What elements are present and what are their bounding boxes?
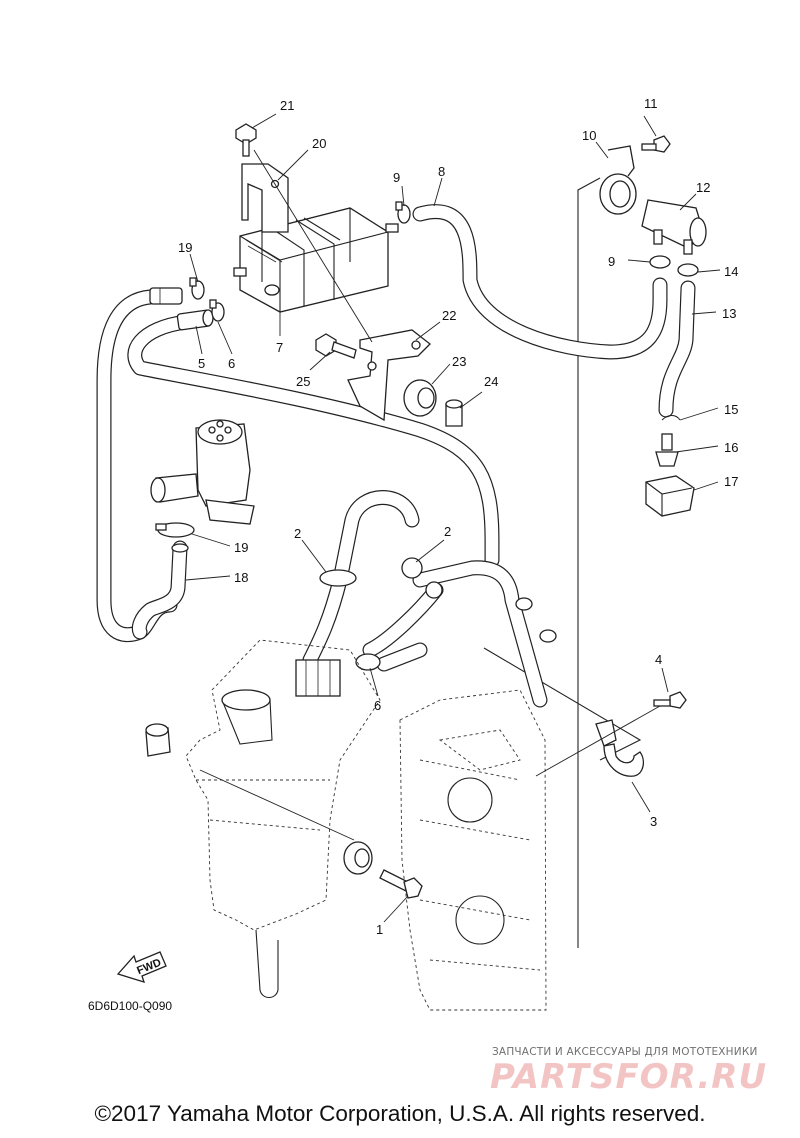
label-6-lower: 6 [374,698,381,713]
reference-outline [483,177,642,948]
label-13: 13 [722,306,736,321]
engine-block [145,639,381,999]
bracket-20 [241,163,289,233]
clamps-2 [319,557,557,643]
label-14: 14 [724,264,738,279]
collar-24 [445,399,463,427]
drawing-code: 6D6D100-Q090 [88,999,172,1013]
clamp-19-lower [155,522,195,538]
watermark-tagline: ЗАПЧАСТИ И АКСЕССУАРЫ ДЛЯ МОТОТЕХНИКИ [492,1046,758,1058]
label-5: 5 [198,356,205,371]
label-21: 21 [280,98,294,113]
canister-7 [233,207,399,313]
vent-hose-8 [412,204,668,360]
block-17 [645,475,695,517]
grommet-23 [403,379,437,417]
label-1: 1 [376,922,383,937]
fwd-label: FWD [135,957,163,978]
bracket-22 [347,329,431,422]
clamp-10 [599,145,637,215]
hoses-2 [302,490,548,708]
label-9-right: 9 [608,254,615,269]
label-23: 23 [452,354,466,369]
clamp-9-upper [395,201,411,224]
bolt-11 [641,135,671,153]
label-2-left: 2 [294,526,301,541]
fwd-arrow-icon: FWD [116,951,167,983]
bolt-1 [379,869,423,899]
clamp-14 [677,263,699,277]
label-8: 8 [438,164,445,179]
hose-18 [131,540,189,640]
bolt-25 [315,333,357,359]
label-15: 15 [724,402,738,417]
label-12: 12 [696,180,710,195]
part-labels: 21 20 8 9 19 7 5 6 22 23 24 25 11 10 12 … [178,96,738,937]
label-20: 20 [312,136,326,151]
clamp-6-lower [355,653,381,671]
hose-ends [149,287,214,331]
watermark-brand: PARTSFOR.RU [490,1057,767,1097]
copyright-notice: ©2017 Yamaha Motor Corporation, U.S.A. A… [94,1101,706,1126]
grommet-lower [343,841,373,875]
clamp-3 [595,719,645,777]
label-24: 24 [484,374,498,389]
filter-12 [641,199,707,255]
cylinder-head [399,689,547,1011]
clamp-9-right [649,255,671,269]
label-22: 22 [442,308,456,323]
hose-13 [658,280,696,418]
fitting-16 [655,433,679,467]
label-9-upper: 9 [393,170,400,185]
label-19-lower: 19 [234,540,248,555]
label-4: 4 [655,652,662,667]
clip-15 [661,414,681,421]
label-10: 10 [582,128,596,143]
valve-assembly [150,419,255,525]
bolt-21 [235,123,257,157]
label-6-upper: 6 [228,356,235,371]
label-25: 25 [296,374,310,389]
label-2-right: 2 [444,524,451,539]
label-11: 11 [644,96,658,111]
bolt-4 [653,691,687,709]
watermark: ЗАПЧАСТИ И АКСЕССУАРЫ ДЛЯ МОТОТЕХНИКИ PA… [490,1046,767,1097]
label-19-upper: 19 [178,240,192,255]
label-18: 18 [234,570,248,585]
clamp-19-upper [189,277,205,300]
label-3: 3 [650,814,657,829]
clamp-6-upper [209,299,225,322]
label-17: 17 [724,474,738,489]
leader-lines [185,113,721,923]
label-7: 7 [276,340,283,355]
label-16: 16 [724,440,738,455]
